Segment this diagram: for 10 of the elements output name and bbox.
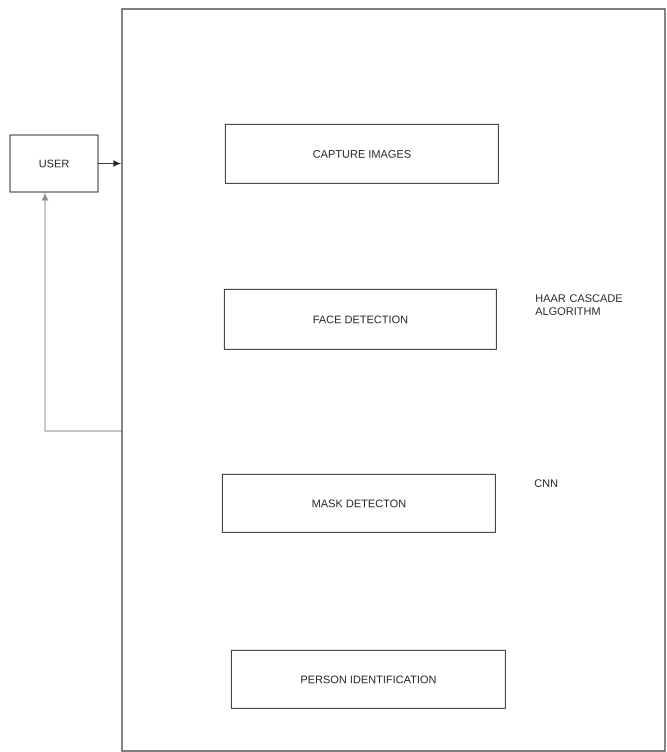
actor-box: USER <box>10 134 98 192</box>
process-box: FACE DETECTION <box>224 288 497 350</box>
annotation-text: CNN <box>534 479 558 487</box>
system-boundary-box <box>121 8 666 752</box>
process-box: PERSON IDENTIFICATION <box>230 650 506 709</box>
process-box: CAPTURE IMAGES <box>224 124 499 184</box>
annotation-text: HAAR CASCADE ALGORITHM <box>535 294 622 315</box>
arrow <box>98 160 120 167</box>
arrow <box>42 194 122 432</box>
process-box: MASK DETECTON <box>222 474 496 533</box>
